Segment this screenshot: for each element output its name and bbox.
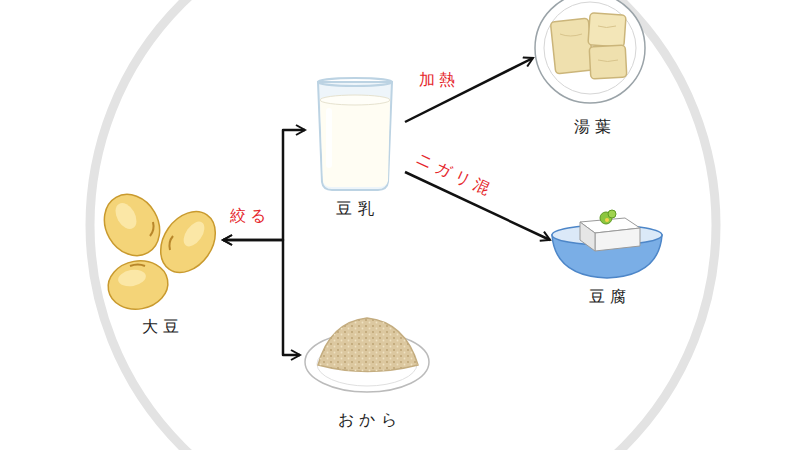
node-label: 豆乳 xyxy=(331,199,380,218)
soymilk-node: 豆乳 xyxy=(305,76,405,222)
tofu-bowl xyxy=(552,210,662,278)
node-label: 大豆 xyxy=(136,317,185,336)
connector-arrow xyxy=(405,58,533,122)
soymilk-glass xyxy=(318,78,392,190)
node-label: おから xyxy=(332,410,402,429)
edge-label: 加熱 xyxy=(414,70,460,89)
node-label: 豆腐 xyxy=(583,287,632,306)
tofu-node: 豆腐 xyxy=(545,205,670,310)
soybean-illustration xyxy=(93,184,226,314)
yuba-node: 湯葉 xyxy=(525,0,660,140)
edge-label: 絞る xyxy=(225,206,271,225)
connector-arrow xyxy=(223,240,300,355)
connector-arrow xyxy=(223,130,305,240)
edge-label: ニガリ混 xyxy=(409,147,497,202)
node-label: 湯葉 xyxy=(568,117,617,136)
frame-circle xyxy=(90,0,716,450)
okara-node: おから xyxy=(300,305,435,433)
soybean-node: 大豆 xyxy=(98,190,223,340)
okara-plate xyxy=(305,318,429,392)
yuba-plate xyxy=(535,0,645,103)
